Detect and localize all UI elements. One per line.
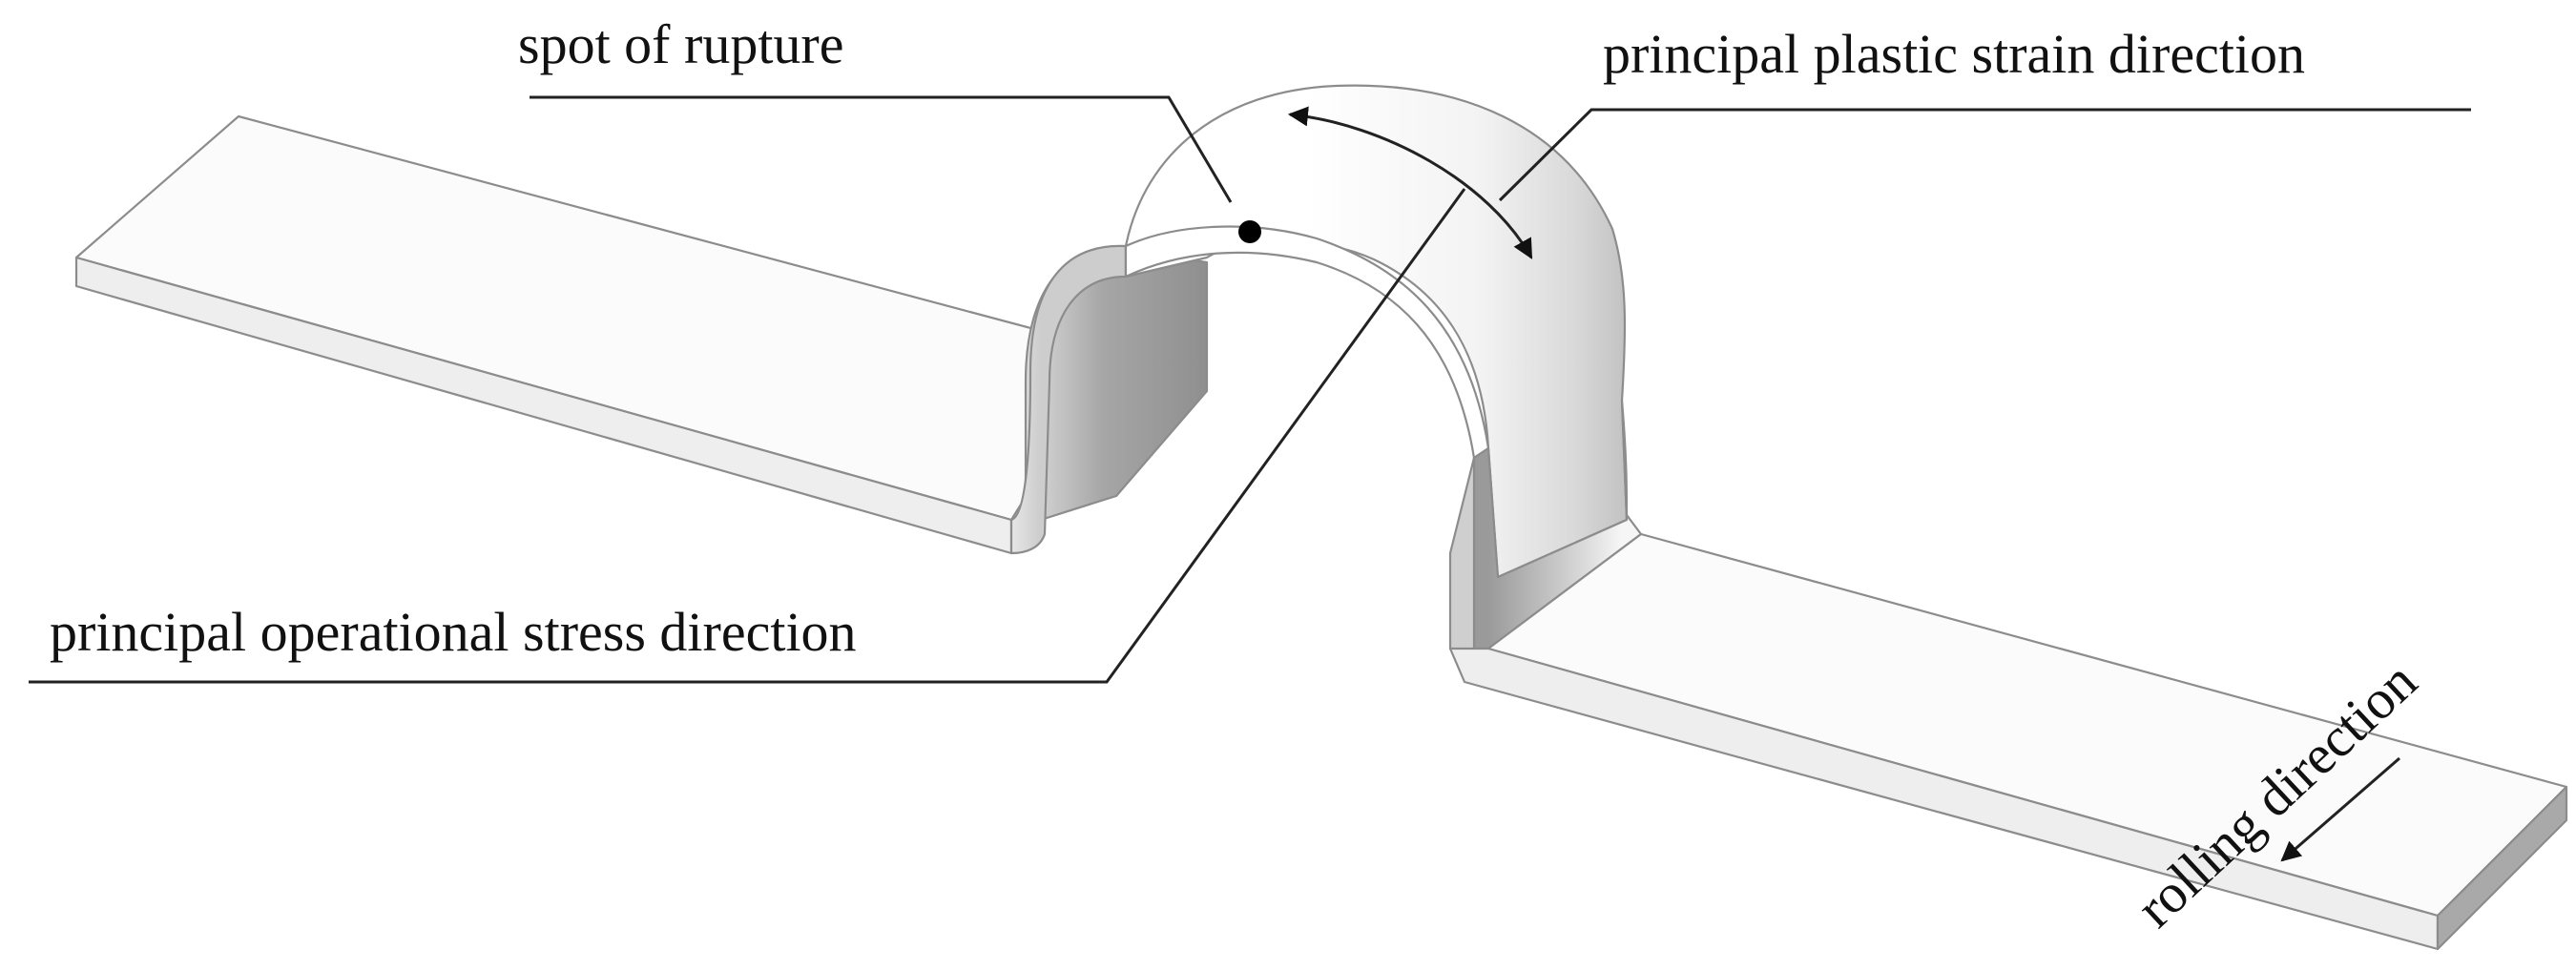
operational-stress-leader-line <box>29 188 1466 684</box>
left-bend <box>1009 244 1209 555</box>
plastic-strain-arrow <box>1287 106 1533 259</box>
label-spot-of-rupture: spot of rupture <box>518 13 844 75</box>
right-leg <box>1448 399 1643 660</box>
label-principal-operational-stress-direction: principal operational stress direction <box>50 601 857 663</box>
rupture-spot-marker <box>1238 220 1261 243</box>
rupture-leader-line <box>530 95 1233 203</box>
rolling-direction-arrow <box>2280 756 2400 862</box>
left-flange <box>74 114 1118 555</box>
plastic-strain-leader-line <box>1498 108 2471 202</box>
right-flange <box>1448 532 2568 951</box>
label-principal-plastic-strain-direction: principal plastic strain direction <box>1603 23 2305 85</box>
